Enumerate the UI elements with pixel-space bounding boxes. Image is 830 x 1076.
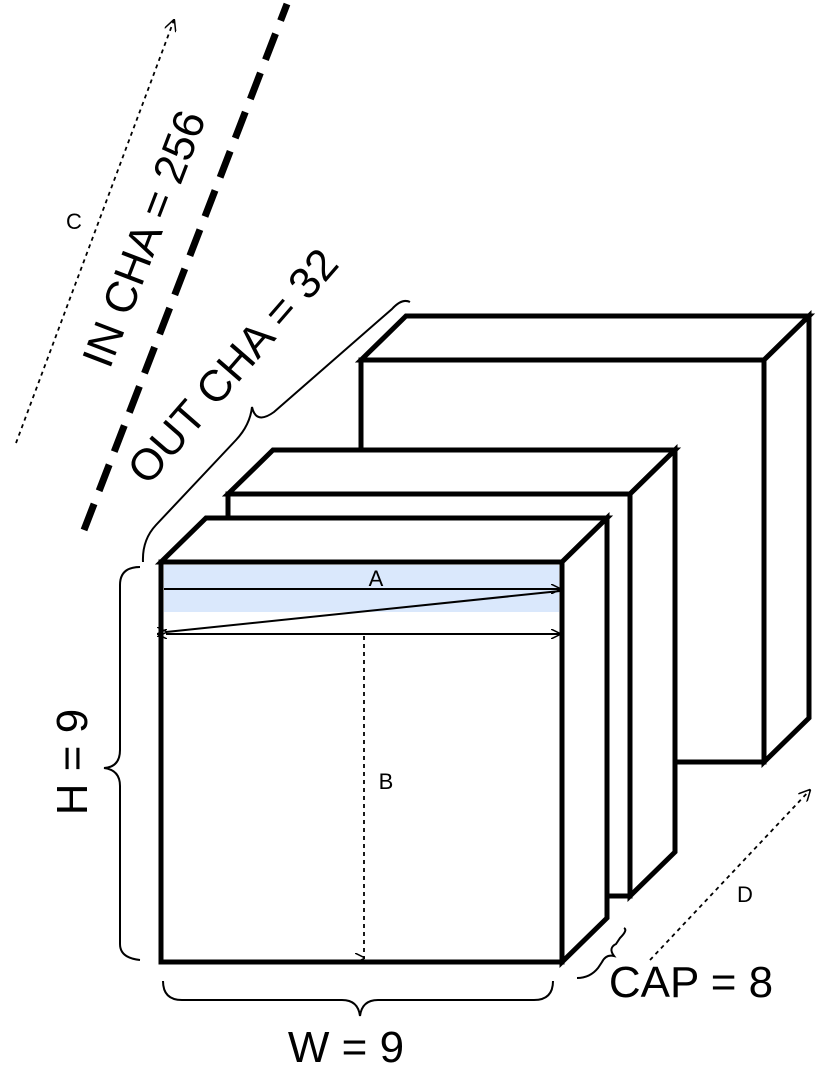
front-box (154, 512, 614, 968)
height-label: H = 9 (48, 709, 97, 815)
width-label: W = 9 (288, 1023, 404, 1072)
arrow-a-label: A (369, 566, 384, 591)
out-channels-brace (141, 299, 411, 563)
arrow-d-group: D (649, 790, 810, 961)
height-brace (103, 566, 141, 961)
in-channels-line (80, 2, 291, 532)
arrow-a-group: A (164, 566, 560, 634)
arrow-b-label: B (379, 769, 394, 794)
arrow-c-label: C (66, 209, 82, 234)
arrow-a-return (166, 590, 561, 632)
front-face (158, 559, 565, 965)
arrow-d-label: D (737, 882, 753, 907)
arrow-d-line (649, 790, 810, 961)
width-brace (162, 980, 554, 1017)
arrow-b-group: B (364, 636, 393, 958)
capsule-brace (576, 927, 627, 979)
arrow-c-line (15, 20, 174, 444)
arrow-c-group: C (15, 20, 174, 444)
capsule-label: CAP = 8 (609, 958, 773, 1007)
